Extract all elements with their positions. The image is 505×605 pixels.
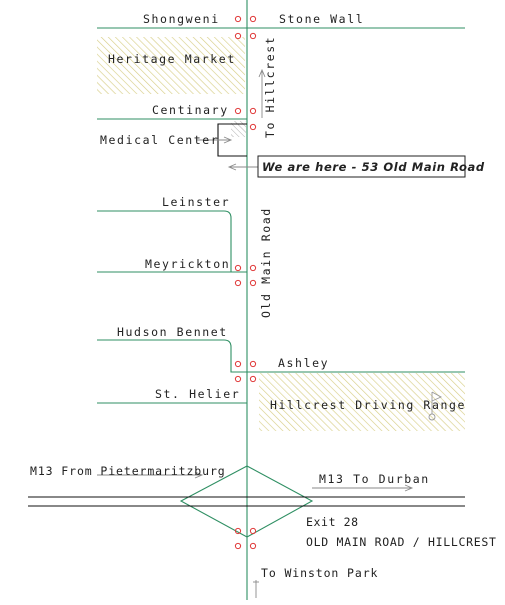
medical-center-arrow-icon	[223, 136, 233, 144]
flag-icon	[428, 391, 443, 421]
exit-number-label: Exit 28	[306, 515, 359, 529]
hudson-bennet-label: Hudson Bennet	[117, 325, 228, 339]
driving-range-label: Hillcrest Driving Range	[270, 398, 466, 412]
you-are-here-arrow-icon	[227, 163, 237, 171]
to-winston-park-arrow-icon	[253, 580, 259, 598]
m13-from-label: M13 From Pietermaritzburg	[30, 464, 226, 478]
meyrickton-label: Meyrickton	[145, 257, 230, 271]
leinster-road	[97, 210, 247, 273]
medical-center-block	[231, 121, 246, 137]
you-are-here-box	[257, 155, 466, 178]
interchange-diamond	[179, 465, 314, 538]
st-helier-label: St. Helier	[155, 387, 240, 401]
shongweni-label: Shongweni	[143, 12, 220, 26]
exit-name-label: OLD MAIN ROAD / HILLCREST	[306, 535, 497, 549]
heritage-market-label: Heritage Market	[108, 52, 236, 66]
you-are-here-label: We are here - 53 Old Main Road	[262, 160, 485, 174]
centinary-label: Centinary	[152, 103, 229, 117]
to-durban-arrow-icon	[312, 484, 414, 492]
to-hillcrest-arrow-icon	[258, 68, 266, 118]
hudson-bennet-road	[97, 339, 247, 373]
old-main-road-label: Old Main Road	[259, 207, 273, 318]
from-pmb-arrow-icon	[97, 471, 204, 479]
driving-range-area	[259, 373, 465, 431]
to-hillcrest-label: To Hillcrest	[263, 36, 277, 138]
stone-wall-label: Stone Wall	[279, 12, 364, 26]
medical-center-label: Medical Center	[100, 133, 219, 147]
ashley-label: Ashley	[278, 356, 329, 370]
stop-circle-icon	[234, 15, 257, 550]
heritage-market-area	[97, 37, 245, 94]
m13-to-label: M13 To Durban	[319, 472, 430, 486]
to-winston-park-label: To Winston Park	[261, 566, 378, 580]
leinster-label: Leinster	[162, 195, 230, 209]
